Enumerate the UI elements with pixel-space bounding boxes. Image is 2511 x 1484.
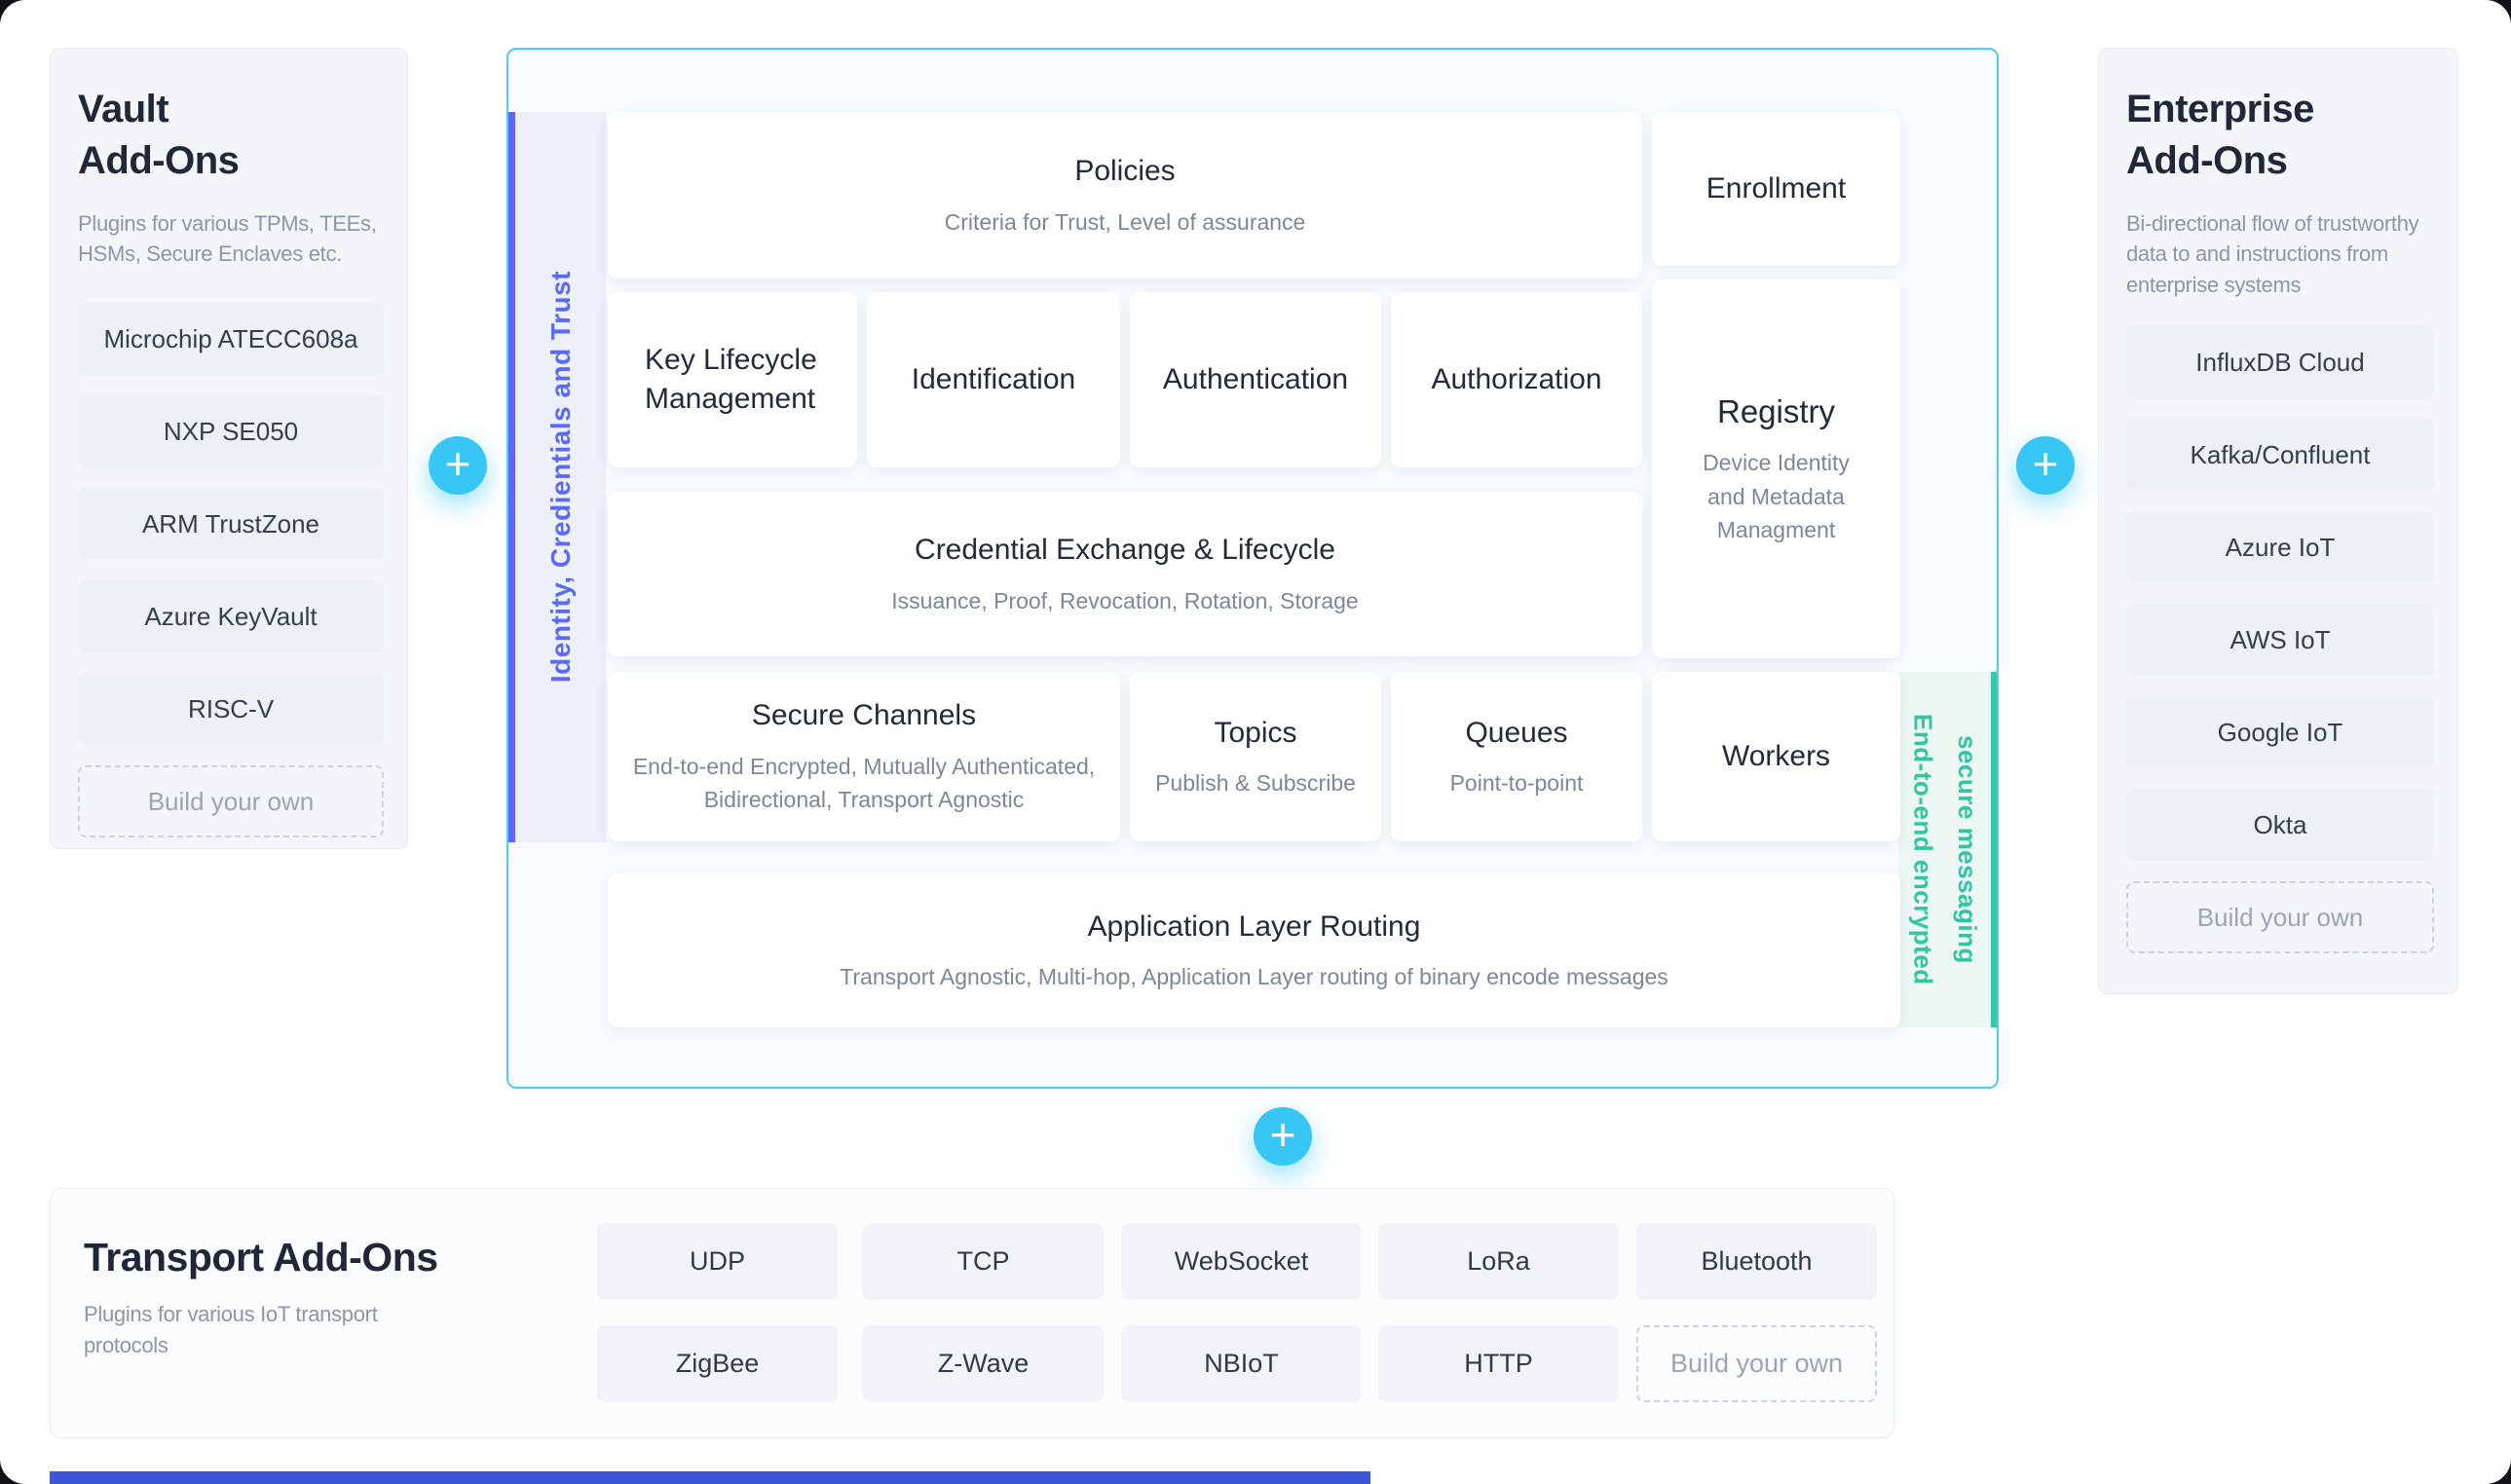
transport-item-bluetooth[interactable]: Bluetooth — [1636, 1223, 1877, 1300]
enterprise-build-your-own-button[interactable]: Build your own — [2126, 881, 2434, 954]
enterprise-addons-panel: Enterprise Add-Ons Bi-directional flow o… — [2098, 48, 2458, 994]
card-queues: Queues Point-to-point — [1391, 672, 1642, 841]
enterprise-item-aws-iot[interactable]: AWS IoT — [2126, 604, 2434, 677]
card-subtitle: Transport Agnostic, Multi-hop, Applicati… — [840, 964, 1668, 989]
card-application-layer-routing: Application Layer Routing Transport Agno… — [608, 873, 1900, 1027]
card-title: Credential Exchange & Lifecycle — [915, 534, 1335, 566]
card-subtitle: Issuance, Proof, Revocation, Rotation, S… — [891, 587, 1359, 613]
vault-addons-panel: Vault Add-Ons Plugins for various TPMs, … — [50, 48, 408, 849]
transport-build-your-own-button[interactable]: Build your own — [1636, 1325, 1877, 1402]
vault-items-list: Microchip ATECC608a NXP SE050 ARM TrustZ… — [78, 303, 384, 838]
card-title: Queues — [1465, 716, 1568, 749]
core-platform-diagram: Identity, Credientials and Trust End-to-… — [506, 48, 1999, 1089]
card-secure-channels: Secure Channels End-to-end Encrypted, Mu… — [608, 672, 1120, 841]
add-transport-addon-button[interactable]: + — [1254, 1107, 1312, 1166]
e2e-messaging-rail: End-to-end encrypted secure messaging — [1898, 672, 1997, 1027]
transport-item-tcp[interactable]: TCP — [863, 1223, 1104, 1300]
identity-trust-rail: Identity, Credientials and Trust — [508, 112, 606, 842]
enterprise-item-influxdb-cloud[interactable]: InfluxDB Cloud — [2126, 326, 2434, 399]
card-policies: Policies Criteria for Trust, Level of as… — [608, 112, 1642, 278]
card-title: Topics — [1214, 716, 1297, 749]
card-title: Registry — [1716, 393, 1836, 430]
transport-item-zigbee[interactable]: ZigBee — [597, 1325, 838, 1402]
enterprise-item-azure-iot[interactable]: Azure IoT — [2126, 511, 2434, 584]
plus-icon: + — [444, 438, 471, 489]
card-authentication: Authentication — [1130, 292, 1381, 467]
transport-panel-description: Plugins for various IoT transport protoc… — [84, 1302, 378, 1358]
card-enrollment: Enrollment — [1652, 112, 1900, 266]
card-title: Authorization — [1431, 362, 1602, 395]
vault-title-line1: Vault — [78, 88, 169, 130]
card-identification: Identification — [867, 292, 1120, 467]
vault-item-risc-v[interactable]: RISC-V — [78, 673, 384, 746]
enterprise-items-list: InfluxDB Cloud Kafka/Confluent Azure IoT… — [2126, 326, 2434, 954]
transport-item-lora[interactable]: LoRa — [1378, 1223, 1619, 1300]
e2e-rail-line1: End-to-end encrypted — [1908, 714, 1938, 985]
enterprise-panel-description: Bi-directional flow of trustworthy data … — [2126, 210, 2419, 298]
e2e-messaging-rail-label: End-to-end encrypted secure messaging — [1900, 714, 1989, 985]
card-subtitle: End-to-end Encrypted, Mutually Authentic… — [632, 753, 1096, 813]
card-title: Application Layer Routing — [1087, 909, 1421, 943]
identity-trust-rail-label: Identity, Credientials and Trust — [544, 271, 576, 684]
card-authorization: Authorization — [1391, 292, 1642, 467]
card-subtitle: Publish & Subscribe — [1155, 770, 1356, 796]
transport-panel-title: Transport Add-Ons — [84, 1235, 438, 1280]
enterprise-title-line2: Add-Ons — [2126, 138, 2288, 182]
card-registry: Registry Device Identity and Metadata Ma… — [1652, 279, 1900, 658]
card-workers: Workers — [1652, 672, 1900, 841]
add-vault-addon-button[interactable]: + — [429, 436, 487, 495]
card-topics: Topics Publish & Subscribe — [1130, 672, 1381, 841]
transport-item-nbiot[interactable]: NBIoT — [1121, 1325, 1362, 1402]
vault-build-your-own-button[interactable]: Build your own — [78, 765, 384, 838]
card-subtitle: Criteria for Trust, Level of assurance — [944, 208, 1306, 235]
card-title: Secure Channels — [751, 699, 977, 732]
add-enterprise-addon-button[interactable]: + — [2016, 436, 2075, 495]
vault-item-nxp-se050[interactable]: NXP SE050 — [78, 395, 384, 468]
transport-item-websocket[interactable]: WebSocket — [1121, 1223, 1362, 1300]
e2e-rail-line2: secure messaging — [1953, 735, 1982, 964]
vault-title-line2: Add-Ons — [78, 138, 240, 182]
transport-panel-header: Transport Add-Ons Plugins for various Io… — [84, 1234, 532, 1361]
vault-item-azure-keyvault[interactable]: Azure KeyVault — [78, 580, 384, 653]
plus-icon: + — [1269, 1109, 1296, 1160]
enterprise-panel-title: Enterprise Add-Ons — [2126, 84, 2434, 187]
card-title: Key Lifecycle Management — [645, 343, 817, 416]
card-title: Identification — [911, 362, 1076, 395]
card-credential-exchange-lifecycle: Credential Exchange & Lifecycle Issuance… — [608, 492, 1642, 656]
card-subtitle: Device Identity and Metadata Managment — [1703, 450, 1850, 543]
card-key-lifecycle-management: Key Lifecycle Management — [608, 292, 857, 467]
card-title: Enrollment — [1705, 171, 1847, 204]
bottom-accent-bar — [50, 1471, 1370, 1484]
vault-panel-title: Vault Add-Ons — [78, 84, 384, 187]
vault-item-arm-trustzone[interactable]: ARM TrustZone — [78, 488, 384, 561]
transport-addons-panel: Transport Add-Ons Plugins for various Io… — [50, 1188, 1894, 1438]
card-title: Policies — [1074, 155, 1176, 187]
enterprise-title-line1: Enterprise — [2126, 88, 2314, 130]
vault-item-microchip-atecc608a[interactable]: Microchip ATECC608a — [78, 303, 384, 376]
transport-item-http[interactable]: HTTP — [1378, 1325, 1619, 1402]
card-title: Authentication — [1162, 362, 1349, 395]
card-subtitle: Point-to-point — [1449, 770, 1584, 796]
transport-item-zwave[interactable]: Z-Wave — [863, 1325, 1104, 1402]
card-title: Workers — [1721, 739, 1831, 772]
transport-item-udp[interactable]: UDP — [597, 1223, 838, 1300]
plus-icon: + — [2032, 438, 2059, 489]
enterprise-item-google-iot[interactable]: Google IoT — [2126, 696, 2434, 769]
enterprise-item-okta[interactable]: Okta — [2126, 789, 2434, 862]
vault-panel-description: Plugins for various TPMs, TEEs, HSMs, Se… — [78, 210, 377, 267]
enterprise-item-kafka-confluent[interactable]: Kafka/Confluent — [2126, 419, 2434, 492]
